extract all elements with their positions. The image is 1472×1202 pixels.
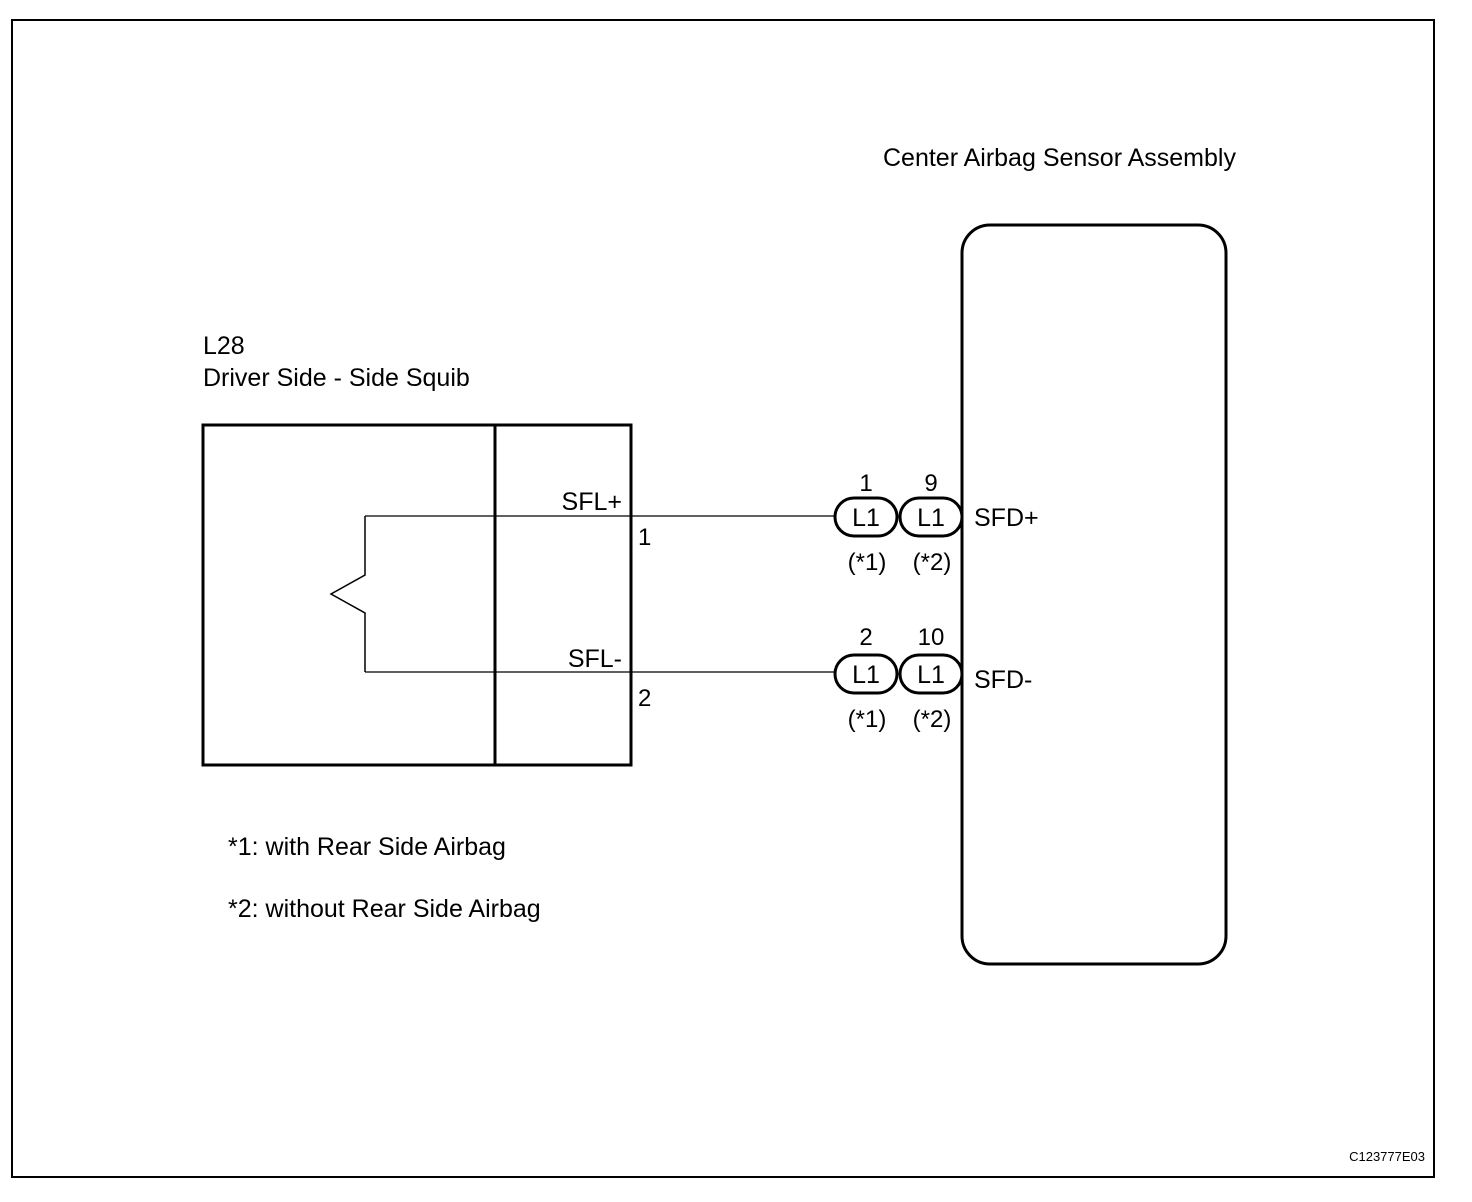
squib-terminal-pin: 1 [638,524,651,551]
sensor-terminal-label: SFD+ [974,504,1039,532]
connector-l1-without-rear [898,653,964,695]
connector-pin-number: 1 [859,470,872,497]
connector-note: (*2) [913,549,952,576]
connector-note: (*2) [913,706,952,733]
footnote: *2: without Rear Side Airbag [228,895,541,923]
connector-l1-with-rear [833,653,899,695]
figure-code: C123777E03 [1349,1149,1425,1164]
squib-name: Driver Side - Side Squib [203,364,470,392]
footnote: *1: with Rear Side Airbag [228,833,506,861]
squib-terminal-label: SFL- [568,645,622,673]
diagram-frame [11,19,1435,1178]
connector-note: (*1) [848,549,887,576]
connector-l1-without-rear [898,496,964,538]
connector-code: L1 [917,661,945,689]
sensor-assembly-box [960,223,1228,966]
sensor-terminal-label: SFD- [974,666,1032,694]
connector-code: L1 [852,504,880,532]
squib-element-symbol [329,516,366,672]
squib-terminal-pin: 2 [638,685,651,712]
connector-pin-number: 10 [918,624,945,651]
squib-box [201,423,633,767]
connector-pin-number: 9 [924,470,937,497]
connector-code: L1 [852,661,880,689]
connector-pin-number: 2 [859,624,872,651]
connector-code: L1 [917,504,945,532]
squib-terminal-label: SFL+ [562,488,622,516]
sensor-name: Center Airbag Sensor Assembly [883,144,1236,172]
squib-code: L28 [203,332,245,360]
connector-note: (*1) [848,706,887,733]
connector-l1-with-rear [833,496,899,538]
